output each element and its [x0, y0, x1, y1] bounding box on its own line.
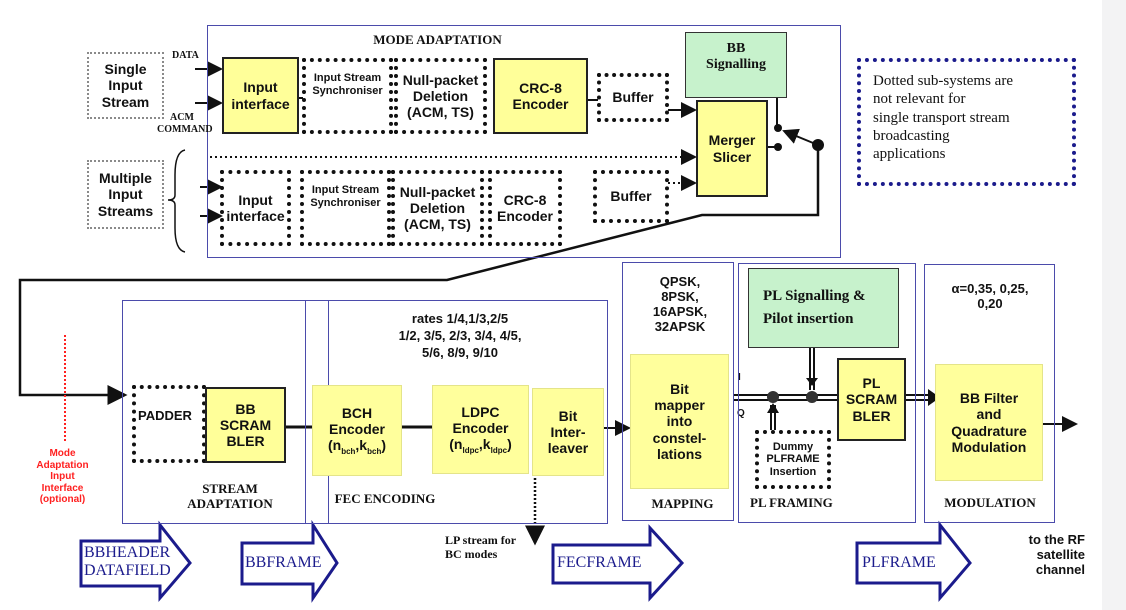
- acm-command-label: ACM COMMAND: [157, 112, 213, 135]
- dotted-subsystems-note: Dotted sub-systems are not relevant for …: [857, 58, 1076, 186]
- mapping-title: MAPPING: [651, 496, 714, 511]
- code-rates: rates 1/4,1/3,2/5 1/2, 3/5, 2/3, 3/4, 4/…: [398, 311, 522, 360]
- null-packet-deletion-block-multi: Null-packet Deletion (ACM, TS): [391, 170, 484, 246]
- plframe-arrow-shape: [855, 520, 972, 603]
- input-stream-synchroniser-block-multi: Input Stream Synchroniser: [300, 170, 391, 246]
- bit-mapper-block: Bit mapper into constel- lations: [630, 354, 729, 489]
- mode-adaptation-input-note: Mode Adaptation Input Interface (optiona…: [36, 448, 89, 505]
- bit-interleaver-block: Bit Inter- leaver: [532, 388, 604, 476]
- data-label: DATA: [172, 50, 199, 61]
- null-packet-deletion-block: Null-packet Deletion (ACM, TS): [394, 58, 487, 134]
- bbframe-label: BBFRAME: [245, 554, 322, 571]
- ldpc-encoder-label: LDPC Encoder: [452, 403, 509, 436]
- padder-block: PADDER: [132, 385, 206, 463]
- input-interface-block: Input interface: [222, 57, 299, 134]
- bb-filter-block: BB Filter and Quadrature Modulation: [935, 364, 1043, 481]
- input-stream-synchroniser-block: Input Stream Synchroniser: [302, 58, 393, 134]
- bch-encoder-block: BCH Encoder (nbch,kbch): [312, 385, 402, 476]
- bbframe-arrow-shape: [240, 519, 339, 603]
- mode-adaptation-frame: [207, 25, 841, 258]
- side-panel: [1102, 0, 1126, 610]
- fec-encoding-title: FEC ENCODING: [334, 491, 436, 506]
- ldpc-encoder-block: LDPC Encoder (nldpc,kldpc): [432, 385, 529, 474]
- lp-stream-label: LP stream for BC modes: [445, 533, 517, 561]
- rf-output-label: to the RF satellite channel: [1028, 532, 1085, 577]
- pl-framing-frame: [738, 263, 916, 523]
- q-label: Q: [737, 408, 745, 419]
- fecframe-arrow-shape: [551, 524, 685, 602]
- buffer-block: Buffer: [597, 73, 669, 122]
- pl-framing-title: PL FRAMING: [750, 495, 833, 510]
- single-input-stream: Single Input Stream: [87, 52, 164, 119]
- mapping-frame: [622, 262, 734, 521]
- buffer-block-multi: Buffer: [593, 170, 669, 223]
- ldpc-params: (nldpc,kldpc): [449, 436, 512, 455]
- crc8-encoder-block: CRC-8 Encoder: [493, 58, 588, 134]
- stream-adaptation-title: STREAM ADAPTATION: [187, 481, 273, 511]
- modulation-schemes: QPSK, 8PSK, 16APSK, 32APSK: [652, 274, 708, 334]
- modulation-frame: [924, 264, 1055, 523]
- bch-params: (nbch,kbch): [327, 437, 387, 456]
- bb-signalling-block: BB Signalling: [685, 32, 787, 98]
- crc8-encoder-block-multi: CRC-8 Encoder: [488, 170, 562, 246]
- multiple-input-streams: Multiple Input Streams: [87, 160, 164, 229]
- bb-scrambler-block: BB SCRAM BLER: [205, 387, 286, 463]
- bbheader-datafield-label: BBHEADER DATAFIELD: [84, 544, 171, 580]
- modulation-title: MODULATION: [944, 495, 1036, 510]
- i-label: I: [738, 372, 741, 383]
- fecframe-label: FECFRAME: [557, 554, 642, 571]
- input-interface-block-multi: Input interface: [220, 170, 291, 246]
- merger-slicer-block: Merger Slicer: [696, 100, 768, 197]
- mode-adaptation-title: MODE ADAPTATION: [373, 32, 502, 47]
- pl-signalling-block: PL Signalling & Pilot insertion: [748, 268, 899, 348]
- bbheader-arrow-shape: [79, 520, 192, 603]
- fec-encoding-frame: [305, 300, 608, 524]
- pl-scrambler-block: PL SCRAM BLER: [837, 358, 906, 441]
- bch-encoder-label: BCH Encoder: [328, 404, 385, 437]
- rolloff-factors: α=0,35, 0,25, 0,20: [951, 281, 1029, 311]
- plframe-label: PLFRAME: [862, 554, 936, 571]
- dummy-plframe-block: Dummy PLFRAME Insertion: [755, 430, 831, 489]
